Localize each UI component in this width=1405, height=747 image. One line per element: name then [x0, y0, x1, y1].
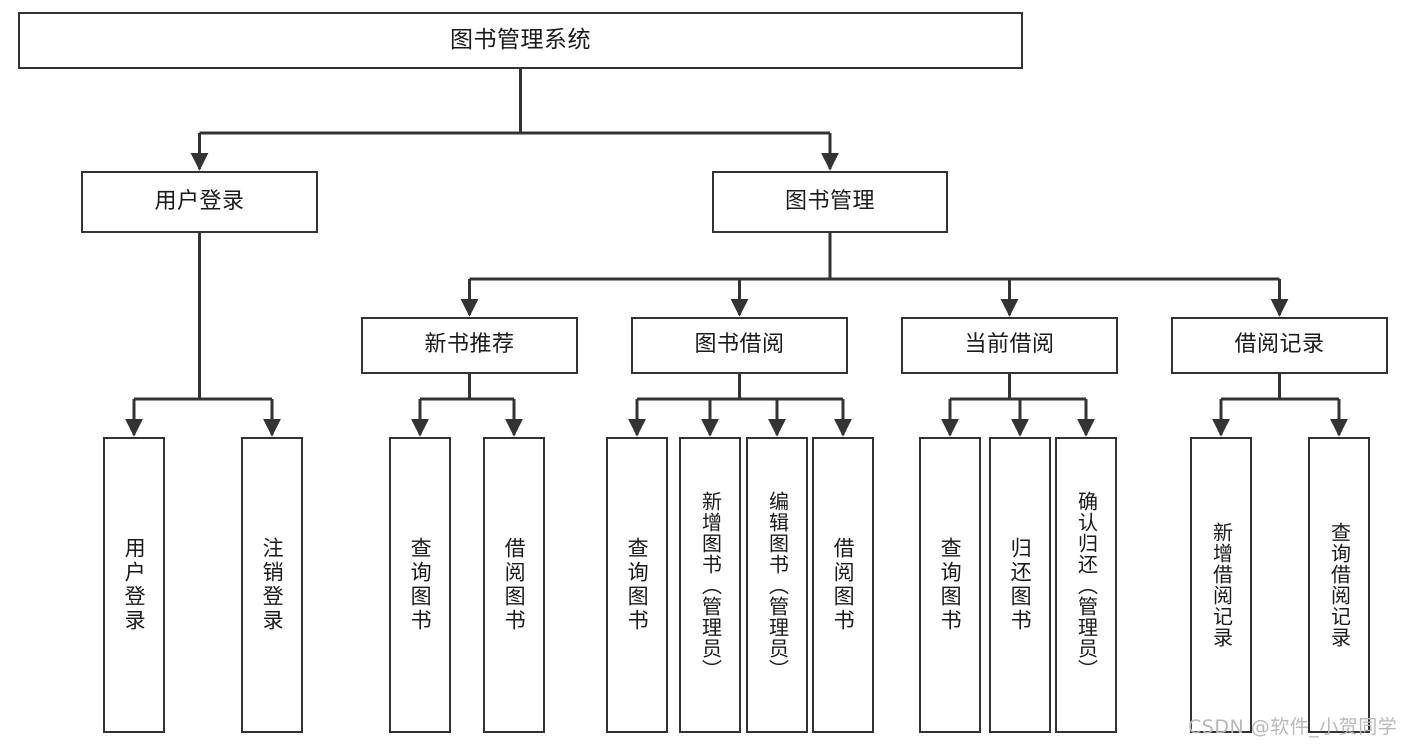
- watermark: CSDN @软件_小贺同学: [1188, 716, 1398, 738]
- leaf-edit-book-admin[interactable]: 编辑图书（管理员）: [746, 437, 808, 733]
- leaf-add-borrow-record[interactable]: 新增借阅记录: [1190, 437, 1252, 733]
- leaf-query-book-3[interactable]: 查询图书: [919, 437, 981, 733]
- leaf-query-borrow-record[interactable]: 查询借阅记录: [1308, 437, 1370, 733]
- leaf-add-book-admin[interactable]: 新增图书（管理员）: [679, 437, 741, 733]
- node-book-borrowing[interactable]: 图书借阅: [631, 317, 848, 374]
- leaf-user-logout[interactable]: 注销登录: [241, 437, 303, 733]
- leaf-borrow-book-1[interactable]: 借阅图书: [483, 437, 545, 733]
- node-root[interactable]: 图书管理系统: [18, 12, 1023, 69]
- leaf-return-book[interactable]: 归还图书: [989, 437, 1051, 733]
- node-user-login[interactable]: 用户登录: [81, 171, 318, 233]
- leaf-query-book-1[interactable]: 查询图书: [389, 437, 451, 733]
- leaf-borrow-book-2[interactable]: 借阅图书: [812, 437, 874, 733]
- node-current-borrowing[interactable]: 当前借阅: [901, 317, 1118, 374]
- node-borrowing-record[interactable]: 借阅记录: [1171, 317, 1388, 374]
- leaf-query-book-2[interactable]: 查询图书: [606, 437, 668, 733]
- leaf-confirm-return-admin[interactable]: 确认归还（管理员）: [1055, 437, 1117, 733]
- node-new-book-recommendation[interactable]: 新书推荐: [361, 317, 578, 374]
- leaf-user-login[interactable]: 用户登录: [103, 437, 165, 733]
- node-book-management[interactable]: 图书管理: [712, 171, 948, 233]
